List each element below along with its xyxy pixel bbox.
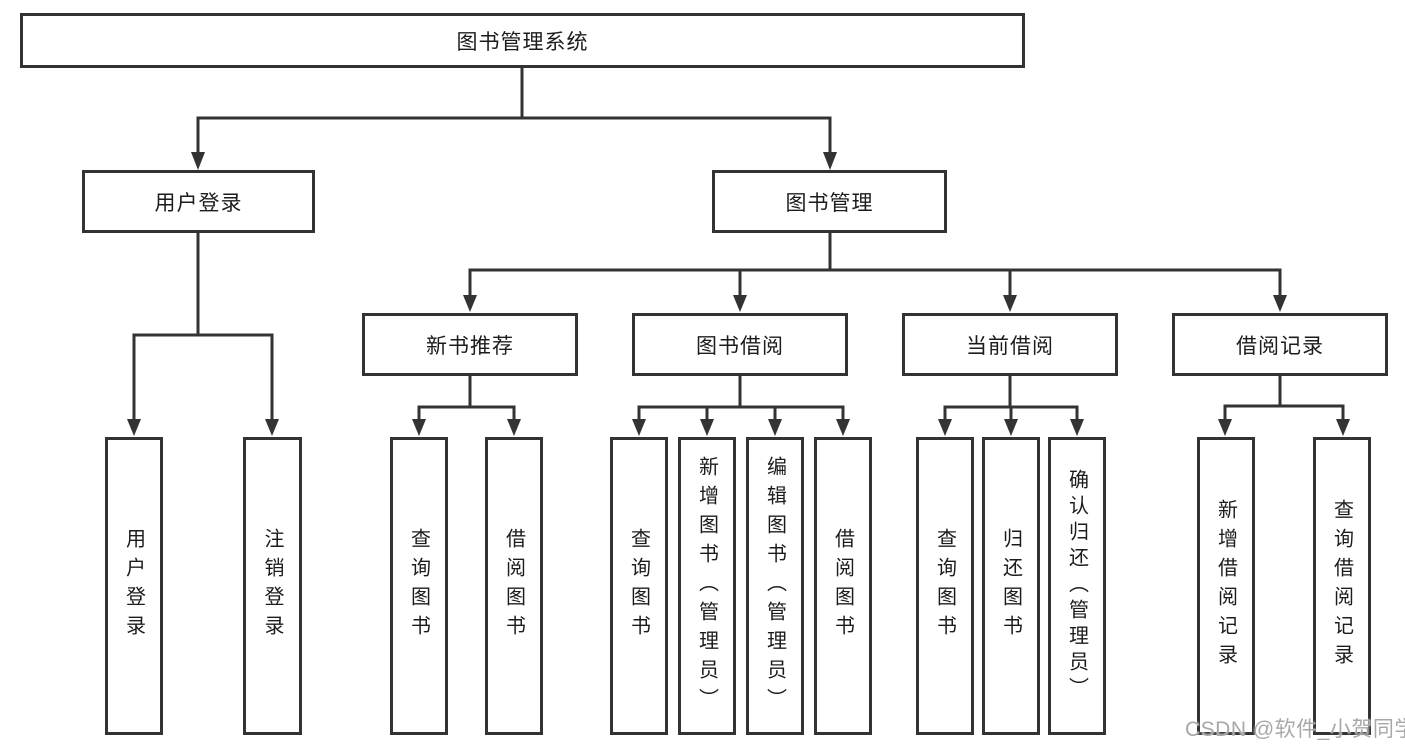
leaf-add-books-admin: 新增图书（管理员） bbox=[678, 437, 736, 735]
leaf-query-borrow-record-label: 查询借阅记录 bbox=[1330, 499, 1353, 673]
leaf-edit-books-admin: 编辑图书（管理员） bbox=[746, 437, 804, 735]
node-user-login: 用户登录 bbox=[82, 170, 315, 233]
leaf-add-borrow-record: 新增借阅记录 bbox=[1197, 437, 1255, 735]
leaf-logout-label: 注销登录 bbox=[261, 528, 283, 644]
leaf-confirm-return-admin: 确认归还（管理员） bbox=[1048, 437, 1106, 735]
leaf-borrowing-query-books: 查询图书 bbox=[610, 437, 668, 735]
leaf-recommend-query-books: 查询图书 bbox=[390, 437, 448, 735]
node-current-borrowing-label: 当前借阅 bbox=[966, 334, 1054, 358]
node-book-borrowing-label: 图书借阅 bbox=[696, 334, 784, 358]
csdn-watermark: CSDN @软件_小贺同学 bbox=[1185, 718, 1405, 741]
leaf-add-books-admin-label: 新增图书（管理员） bbox=[695, 455, 718, 717]
leaf-return-books-label: 归还图书 bbox=[999, 528, 1022, 644]
leaf-edit-books-admin-label: 编辑图书（管理员） bbox=[763, 455, 786, 717]
node-borrowing-records-label: 借阅记录 bbox=[1236, 334, 1324, 358]
node-book-management-label: 图书管理 bbox=[785, 191, 874, 215]
leaf-user-login-label: 用户登录 bbox=[122, 528, 145, 644]
node-book-management: 图书管理 bbox=[712, 170, 947, 233]
leaf-logout: 注销登录 bbox=[243, 437, 302, 735]
leaf-user-login: 用户登录 bbox=[105, 437, 163, 735]
leaf-current-query-books-label: 查询图书 bbox=[933, 528, 956, 644]
node-root: 图书管理系统 bbox=[20, 13, 1025, 68]
leaf-borrow-books-label: 借阅图书 bbox=[831, 528, 854, 644]
node-new-book-recommend: 新书推荐 bbox=[362, 313, 578, 376]
node-borrowing-records: 借阅记录 bbox=[1172, 313, 1388, 376]
leaf-recommend-borrow-books-label: 借阅图书 bbox=[502, 528, 525, 644]
leaf-add-borrow-record-label: 新增借阅记录 bbox=[1214, 499, 1237, 673]
node-root-label: 图书管理系统 bbox=[456, 30, 589, 54]
node-book-borrowing: 图书借阅 bbox=[632, 313, 848, 376]
node-current-borrowing: 当前借阅 bbox=[902, 313, 1118, 376]
leaf-current-query-books: 查询图书 bbox=[916, 437, 974, 735]
node-new-book-recommend-label: 新书推荐 bbox=[426, 334, 514, 358]
leaf-confirm-return-admin-label: 确认归还（管理员） bbox=[1065, 469, 1088, 703]
leaf-borrow-books: 借阅图书 bbox=[814, 437, 872, 735]
leaf-return-books: 归还图书 bbox=[982, 437, 1040, 735]
leaf-query-borrow-record: 查询借阅记录 bbox=[1313, 437, 1371, 735]
node-user-login-label: 用户登录 bbox=[154, 191, 243, 215]
leaf-recommend-borrow-books: 借阅图书 bbox=[485, 437, 543, 735]
leaf-recommend-query-books-label: 查询图书 bbox=[407, 528, 430, 644]
leaf-borrowing-query-books-label: 查询图书 bbox=[627, 528, 650, 644]
